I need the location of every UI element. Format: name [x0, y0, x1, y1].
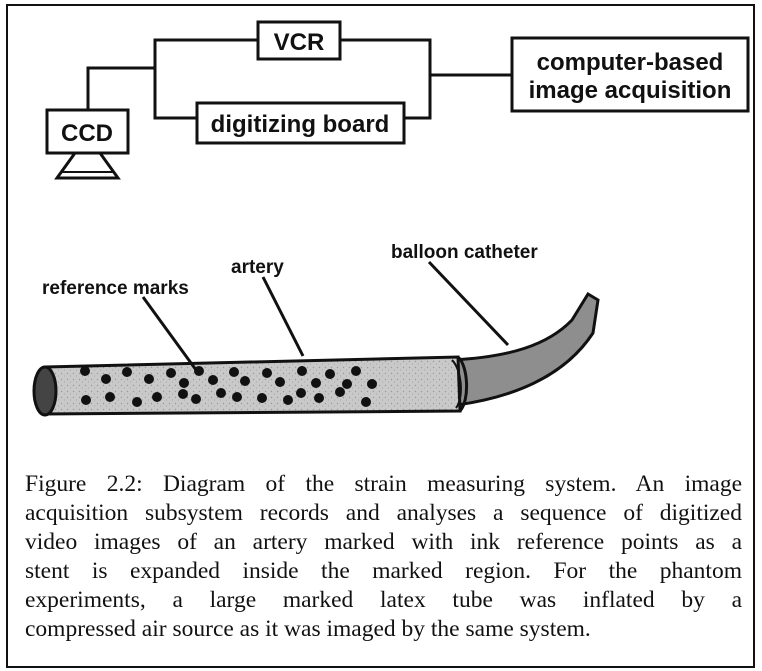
ccd-stand-icon	[54, 151, 121, 180]
artery-tube	[32, 355, 468, 417]
reference-mark-dots	[80, 366, 377, 407]
vcr-box: VCR	[256, 20, 342, 61]
tube-open-end	[32, 365, 58, 417]
caption-line-4: stent is expanded inside the marked regi…	[25, 558, 742, 584]
artery-leader	[261, 276, 305, 357]
ccd-label: CCD	[61, 120, 113, 147]
computer-label-line2: image acquisition	[529, 77, 732, 104]
ccd-camera: CCD	[45, 108, 130, 180]
digitizing-board-label: digitizing board	[211, 111, 390, 138]
caption-line-3: video images of an artery marked with in…	[25, 529, 742, 555]
caption-line-1: Figure 2.2: Diagram of the strain measur…	[25, 471, 742, 497]
reference-marks-leader	[141, 296, 201, 375]
caption-line-6: compressed air source as it was imaged b…	[25, 616, 591, 642]
block-connectors	[86, 38, 512, 120]
caption-line-5: experiments, a large marked latex tube w…	[25, 587, 742, 613]
digitizing-board-box: digitizing board	[195, 101, 406, 145]
connector-left-top	[153, 38, 258, 68]
balloon-catheter-shape	[450, 291, 600, 407]
connector-left-bottom	[153, 68, 197, 120]
artery-label: artery	[231, 257, 284, 278]
connector-right-loop	[340, 38, 432, 120]
connector-to-ccd	[86, 66, 155, 110]
caption-line-2: acquisition subsystem records and analys…	[25, 500, 742, 526]
vcr-label: VCR	[274, 29, 325, 56]
balloon-catheter-leader	[427, 260, 510, 347]
balloon-catheter-label: balloon catheter	[391, 242, 538, 263]
figure-caption: Figure 2.2: Diagram of the strain measur…	[25, 470, 742, 644]
reference-marks-label: reference marks	[42, 278, 189, 299]
computer-box: computer-based image acquisition	[510, 36, 750, 113]
computer-label-line1: computer-based	[537, 49, 724, 76]
